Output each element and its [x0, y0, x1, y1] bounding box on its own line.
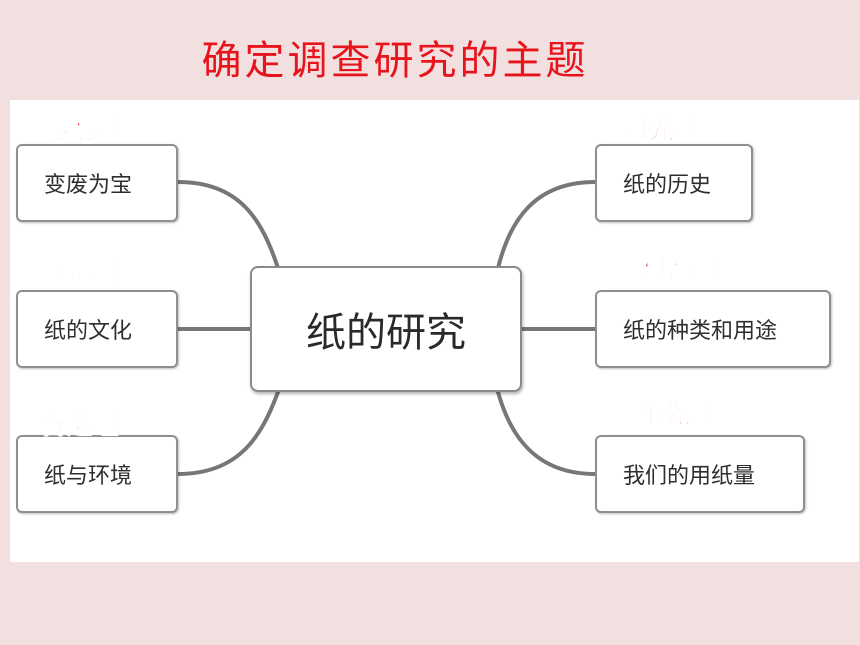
topic-node-paper-environment: 纸与环境: [16, 435, 178, 513]
connector-compete: [496, 390, 597, 476]
mindmap-panel: 纸的研究 变废为宝 纸的文化 纸与环境 纸的历史 纸的种类和用途 我们的用纸量: [10, 100, 859, 562]
group-label-dream: 梦想组: [45, 116, 125, 147]
central-topic-node: 纸的研究: [250, 266, 522, 392]
topic-node-paper-culture: 纸的文化: [16, 290, 178, 368]
connector-lines: [176, 180, 597, 476]
group-label-harmony: 和谐组: [639, 253, 719, 284]
topic-node-paper-history: 纸的历史: [595, 144, 753, 222]
group-label-strive: 奋进组: [39, 410, 119, 441]
connector-dream: [176, 180, 280, 270]
topic-node-waste-to-treasure: 变废为宝: [16, 144, 178, 222]
connector-sunshine: [496, 180, 597, 270]
connector-strive: [176, 390, 280, 476]
group-label-sunshine: 阳光组: [621, 116, 701, 147]
group-label-compete: 争先组: [637, 400, 717, 431]
page-title: 确定调查研究的主题: [201, 38, 589, 84]
group-label-surpass: 超越组: [39, 260, 119, 291]
topic-node-paper-usage: 我们的用纸量: [595, 435, 805, 513]
topic-node-paper-types-uses: 纸的种类和用途: [595, 290, 831, 368]
